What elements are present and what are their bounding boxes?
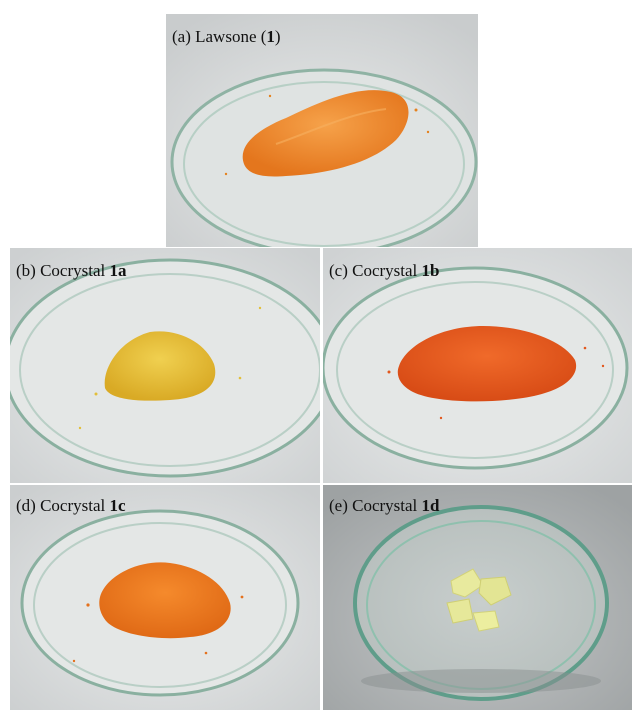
photo-petri-dish-1a <box>10 248 320 483</box>
cocrystal-1b-powder <box>397 326 577 402</box>
panel-b-cocrystal-1a: (b) Cocrystal 1a <box>10 248 320 483</box>
photo-petri-dish-1d <box>323 485 632 710</box>
panel-a-lawsone: (a) Lawsone (1) <box>166 14 478 247</box>
caption-d: (d) Cocrystal 1c <box>16 496 126 515</box>
panel-c-cocrystal-1b: (c) Cocrystal 1b <box>323 248 632 483</box>
photo-petri-dish-1c <box>10 485 320 710</box>
panel-e-cocrystal-1d: (e) Cocrystal 1d <box>323 485 632 710</box>
caption-c: (c) Cocrystal 1b <box>329 261 440 280</box>
photo-petri-dish-1b <box>323 248 632 483</box>
panel-d-cocrystal-1c: (d) Cocrystal 1c <box>10 485 320 710</box>
caption-a: (a) Lawsone (1) <box>172 27 281 46</box>
cocrystal-1d-crystals <box>446 568 512 632</box>
caption-b: (b) Cocrystal 1a <box>16 261 127 280</box>
caption-e: (e) Cocrystal 1d <box>329 496 440 515</box>
cocrystal-1c-powder <box>99 562 231 639</box>
cocrystal-1a-powder <box>104 331 216 401</box>
photo-petri-dish-lawsone <box>166 14 478 247</box>
